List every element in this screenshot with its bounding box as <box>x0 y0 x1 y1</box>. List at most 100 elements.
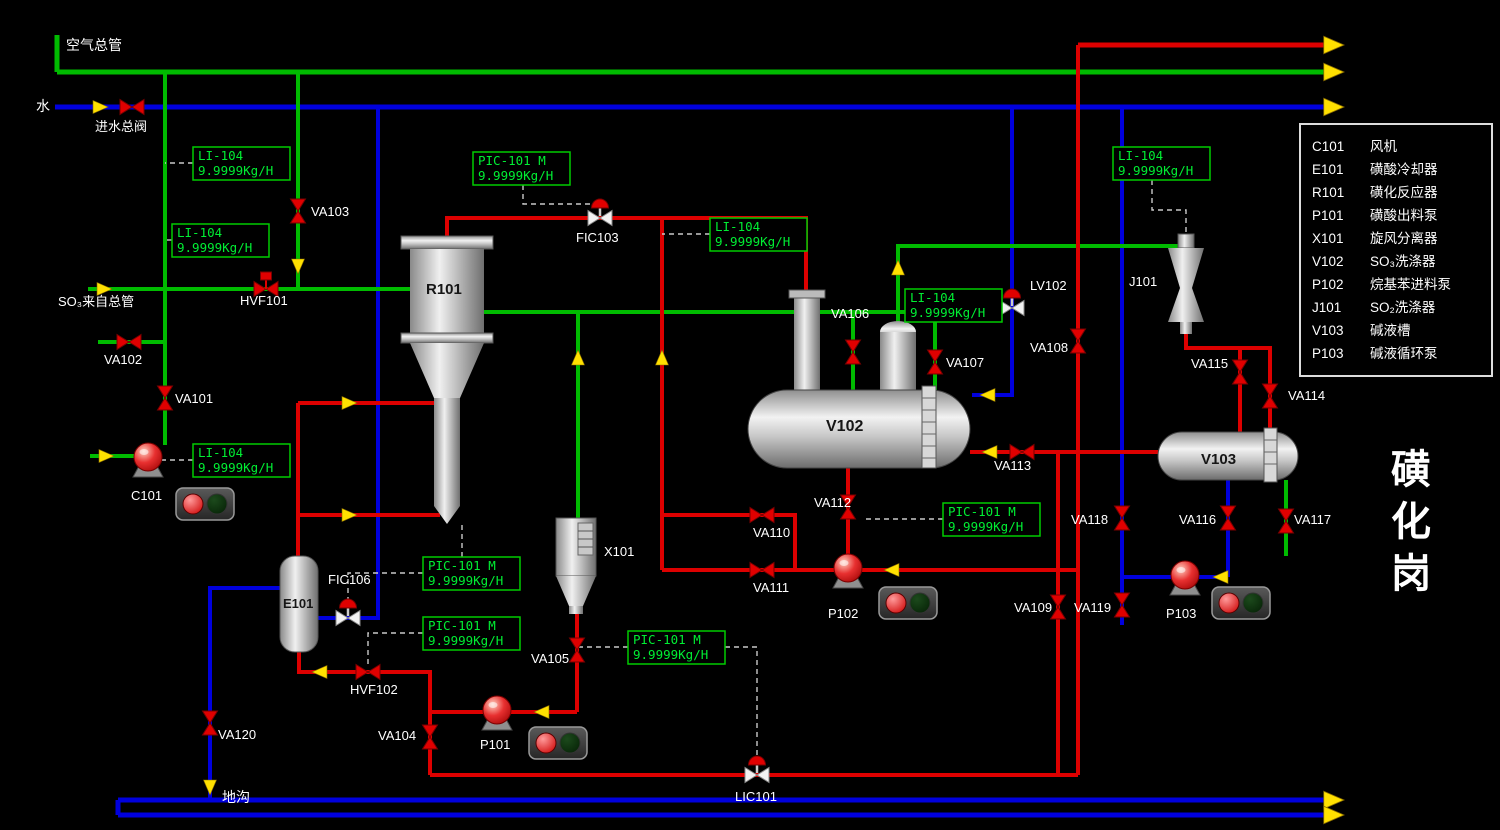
status-panel-p102[interactable] <box>878 586 938 620</box>
instrument-box-li104-c101[interactable]: LI-104 9.9999Kg/H <box>192 443 291 478</box>
legend-code: P102 <box>1312 277 1344 292</box>
instrument-tag: LI-104 <box>198 445 243 460</box>
valve-va102[interactable] <box>116 334 142 350</box>
run-light <box>535 732 557 754</box>
valve-va109[interactable] <box>1050 594 1066 620</box>
valve-va110[interactable] <box>749 507 775 523</box>
legend-name: SO₂洗涤器 <box>1370 300 1436 315</box>
water-label: 水 <box>36 98 50 114</box>
equip-label-c101: C101 <box>131 488 162 503</box>
instrument-value: 9.9999Kg/H <box>910 305 985 320</box>
cooler-e101 <box>279 555 319 653</box>
valve-labels: VA101 VA102 VA103 VA104 VA105 VA106 VA10… <box>104 204 1331 804</box>
status-panel-p101[interactable] <box>528 726 588 760</box>
valve-va107[interactable] <box>927 349 943 375</box>
valve-va108[interactable] <box>1070 328 1086 354</box>
valve-label-lv102: LV102 <box>1030 278 1067 293</box>
instrument-value: 9.9999Kg/H <box>715 234 790 249</box>
instrument-box-li104-overhead[interactable]: LI-104 9.9999Kg/H <box>709 217 808 252</box>
legend-code: V102 <box>1312 254 1344 269</box>
valve-va117[interactable] <box>1278 508 1294 534</box>
valve-va115[interactable] <box>1232 359 1248 385</box>
valve-label-hvf102: HVF102 <box>350 682 398 697</box>
instrument-tag: LI-104 <box>715 219 760 234</box>
instrument-value: 9.9999Kg/H <box>198 163 273 178</box>
valve-lic101[interactable] <box>743 754 771 784</box>
valve-label-va103: VA103 <box>311 204 349 219</box>
status-panel-p103[interactable] <box>1211 586 1271 620</box>
legend-code: V103 <box>1312 323 1344 338</box>
valve-va104[interactable] <box>422 724 438 750</box>
valve-label-va109: VA109 <box>1014 600 1052 615</box>
legend-code: C101 <box>1312 139 1344 154</box>
instrument-box-pic101-va112[interactable]: PIC-101 M 9.9999Kg/H <box>942 502 1041 537</box>
valve-va120[interactable] <box>202 710 218 736</box>
reactor-r101 <box>400 235 494 524</box>
valve-label-va106: VA106 <box>831 306 869 321</box>
valve-label-va117: VA117 <box>1294 512 1331 527</box>
valve-label-va102: VA102 <box>104 352 142 367</box>
equip-label-r101: R101 <box>426 281 462 298</box>
instrument-box-li104-inlet[interactable]: LI-104 9.9999Kg/H <box>192 146 291 181</box>
stop-light <box>559 732 581 754</box>
valve-label-lic101: LIC101 <box>735 789 777 804</box>
pump-c101[interactable] <box>132 442 164 478</box>
valve-va105[interactable] <box>569 637 585 663</box>
equipment-labels: C101 P101 P102 P103 X101 J101 R101 V102 … <box>131 274 1236 752</box>
valve-va106[interactable] <box>845 339 861 365</box>
equip-label-p103: P103 <box>1166 606 1196 621</box>
instrument-value: 9.9999Kg/H <box>177 240 252 255</box>
pump-p101[interactable] <box>481 695 513 731</box>
run-light <box>1218 592 1240 614</box>
valve-label-fic106: FIC106 <box>328 572 371 587</box>
instrument-box-li104-lv102[interactable]: LI-104 9.9999Kg/H <box>904 288 1003 323</box>
instrument-value: 9.9999Kg/H <box>198 460 273 475</box>
valve-va118[interactable] <box>1114 505 1130 531</box>
legend-name: SO₃洗涤器 <box>1370 254 1436 269</box>
instrument-value: 9.9999Kg/H <box>478 168 553 183</box>
stop-light <box>1242 592 1264 614</box>
run-light <box>182 493 204 515</box>
equip-label-p101: P101 <box>480 737 510 752</box>
valve-va114[interactable] <box>1262 383 1278 409</box>
legend-name: 磺化反应器 <box>1370 184 1438 200</box>
valve-fic106[interactable] <box>334 597 362 627</box>
instrument-tag: LI-104 <box>177 225 222 240</box>
instrument-box-pic101-fic103[interactable]: PIC-101 M 9.9999Kg/H <box>472 151 571 186</box>
legend-code: E101 <box>1312 162 1344 177</box>
instrument-tag: PIC-101 M <box>948 504 1016 519</box>
instrument-box-li104-j101[interactable]: LI-104 9.9999Kg/H <box>1112 146 1211 181</box>
instrument-tag: LI-104 <box>1118 148 1163 163</box>
instrument-box-pic101-r101[interactable]: PIC-101 M 9.9999Kg/H <box>422 556 521 591</box>
equip-label-j101: J101 <box>1129 274 1157 289</box>
run-light <box>885 592 907 614</box>
valve-va103[interactable] <box>290 198 306 224</box>
instrument-value: 9.9999Kg/H <box>1118 163 1193 178</box>
valve-label-va110: VA110 <box>753 525 790 540</box>
valve-fic103[interactable] <box>586 197 614 227</box>
instrument-tag: LI-104 <box>198 148 243 163</box>
instrument-box-pic101-lic101[interactable]: PIC-101 M 9.9999Kg/H <box>627 630 726 665</box>
valve-label-va107: VA107 <box>946 355 984 370</box>
instrument-box-li104-airline[interactable]: LI-104 9.9999Kg/H <box>171 223 270 258</box>
scrubber-v102 <box>747 289 971 469</box>
valve-label-va119: VA119 <box>1074 600 1111 615</box>
valve-hvf102[interactable] <box>355 664 381 680</box>
valve-va119[interactable] <box>1114 592 1130 618</box>
pump-p102[interactable] <box>832 553 864 589</box>
valve-va101[interactable] <box>157 385 173 411</box>
instrument-box-pic101-e101[interactable]: PIC-101 M 9.9999Kg/H <box>422 616 521 651</box>
valve-inlet-main[interactable] <box>119 99 145 115</box>
stop-light <box>909 592 931 614</box>
pipe-r101-overhead <box>445 216 808 296</box>
status-panel-c101[interactable] <box>175 487 235 521</box>
valve-va116[interactable] <box>1220 505 1236 531</box>
pipe-j101-drain <box>1184 334 1272 432</box>
legend-code: X101 <box>1312 231 1344 246</box>
valve-label-hvf101: HVF101 <box>240 293 288 308</box>
cyclone-x101 <box>555 517 597 614</box>
pump-p103[interactable] <box>1169 560 1201 596</box>
legend: C101 风机 E101 磺酸冷却器 R101 磺化反应器 P101 磺酸出料泵… <box>1299 123 1493 377</box>
valve-va111[interactable] <box>749 562 775 578</box>
legend-code: P101 <box>1312 208 1344 223</box>
